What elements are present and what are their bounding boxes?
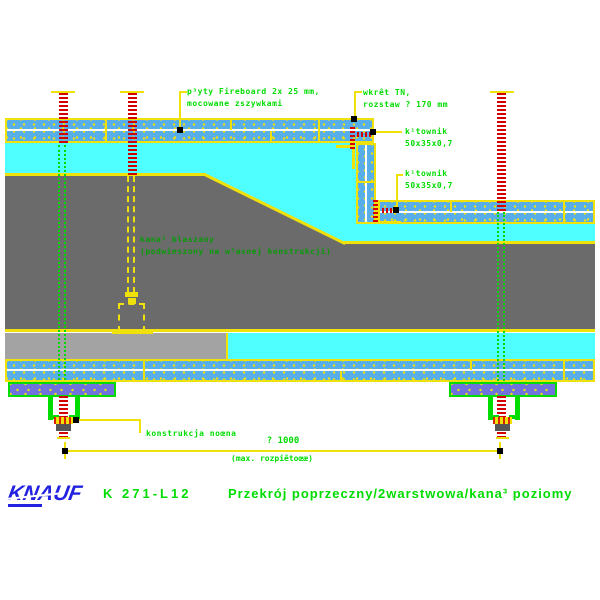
duct-own-hanger-bracket-dashed — [118, 303, 145, 332]
angle-bottom-label-line2: 50x35x0,7 — [405, 181, 453, 190]
rod-top-tick — [120, 91, 144, 93]
board-joint — [318, 118, 320, 143]
duct-bottom-flange — [5, 333, 227, 359]
screw-step-top — [350, 127, 355, 149]
hanger-bracket-right-arm — [488, 396, 493, 420]
ref-dot — [351, 116, 357, 122]
ref-dot — [73, 417, 79, 423]
duct-label-line1: kana³ blaszany — [140, 235, 215, 244]
board-joint — [230, 118, 232, 130]
board-joint — [563, 359, 565, 382]
screw-label-line2: rozstaw ? 170 mm — [363, 100, 449, 109]
board-joint — [563, 200, 565, 224]
leader-line — [354, 91, 356, 118]
fireboard-label-line1: p³yty Fireboard 2x 25 mm, — [187, 87, 320, 96]
angle-top-label-line2: 50x35x0,7 — [405, 139, 453, 148]
duct-bottom-edge — [5, 329, 595, 332]
angle-profile-top-vertical — [352, 145, 355, 169]
sheet-duct-upper-left — [5, 174, 205, 243]
board-joint — [470, 359, 472, 370]
hanger-bracket-left-arm — [75, 396, 80, 420]
ref-dot — [370, 129, 376, 135]
leader-line — [396, 174, 398, 209]
knauf-logo-underline — [8, 504, 42, 507]
angle-profile-bottom-horizontal — [377, 221, 401, 224]
hanger-bracket-left-arm — [48, 396, 53, 420]
screw-step-bottom — [373, 200, 378, 224]
duct-top-edge-right — [343, 241, 595, 244]
hanger-nut-left — [54, 417, 73, 424]
duct-label-line2: (podwieszony na w³asnej konstrukcji) — [140, 247, 332, 256]
ref-dot — [393, 207, 399, 213]
hanger-rod-hidden-line-left — [58, 145, 66, 396]
flange-edge-line — [226, 333, 228, 359]
support-block-left — [8, 382, 116, 397]
screw-label-line1: wkrêt TN, — [363, 88, 411, 97]
drawing-title: Przekrój poprzeczny/2warstwowa/kana³ poz… — [228, 486, 573, 501]
ref-dot — [177, 127, 183, 133]
angle-profile-top-horizontal — [336, 145, 355, 148]
threaded-rod-left — [59, 93, 68, 145]
board-joint — [340, 371, 342, 382]
duct-own-hanger-nut — [125, 292, 138, 297]
board-joint — [450, 200, 452, 212]
duct-top-edge-left — [5, 173, 206, 176]
fireboard-top-layer-joint-line — [7, 129, 372, 131]
hanger-rod-hidden-line-right — [497, 212, 505, 396]
rod-top-tick — [490, 91, 514, 93]
screw-step-top-horizontal — [357, 132, 371, 137]
leader-line — [376, 131, 402, 133]
dimension-note: (max. rozpiêtoœæ) — [231, 454, 313, 463]
support-block-right — [449, 382, 557, 397]
threaded-rod-middle — [128, 93, 137, 176]
dimension-endpoint — [62, 448, 68, 454]
dimension-line — [64, 450, 501, 452]
angle-top-label-line1: k¹townik — [405, 127, 448, 136]
screw-step-bottom-horizontal — [382, 208, 396, 213]
leader-line — [396, 174, 403, 176]
leader-line — [354, 91, 362, 93]
duct-own-hanger-nut — [128, 298, 136, 304]
air-gap-right — [356, 224, 595, 243]
hanger-bracket-right-arm — [515, 396, 520, 420]
bottom-layer-joint-line — [7, 369, 593, 371]
leader-line — [179, 93, 181, 127]
board-joint — [105, 118, 107, 143]
fireboard-label-line2: mocowane zszywkami — [187, 99, 283, 108]
angle-bottom-label-line1: k¹townik — [405, 169, 448, 178]
hanger-bracket-left-foot — [48, 415, 59, 419]
drawing-code: K 271-L12 — [103, 486, 192, 501]
hanger-locknut-left — [56, 424, 71, 431]
right-layer-joint-line — [378, 211, 593, 213]
leader-line — [139, 419, 141, 433]
threaded-rod-right — [497, 93, 506, 211]
hanger-rod-end-tick — [496, 437, 509, 439]
dimension-value: ? 1000 — [266, 436, 300, 446]
support-structure-label: konstrukcja noœna — [146, 429, 237, 438]
column-layer-joint-line — [365, 145, 367, 222]
leader-line — [179, 91, 187, 93]
board-joint — [356, 181, 376, 183]
sheet-duct-body — [5, 243, 595, 331]
dimension-endpoint — [497, 448, 503, 454]
duct-own-hanger-dashed-rod — [127, 176, 135, 293]
duct-own-hanger-base — [112, 330, 153, 334]
hanger-nut-right — [493, 417, 512, 424]
leader-line — [79, 419, 141, 421]
hanger-bracket-right-foot — [509, 415, 520, 419]
board-joint — [270, 131, 272, 143]
board-joint — [143, 359, 145, 382]
hanger-locknut-right — [495, 424, 510, 431]
hanger-rod-end-tick — [57, 437, 70, 439]
rod-top-tick — [51, 91, 75, 93]
angle-profile-bottom-vertical — [377, 202, 380, 224]
